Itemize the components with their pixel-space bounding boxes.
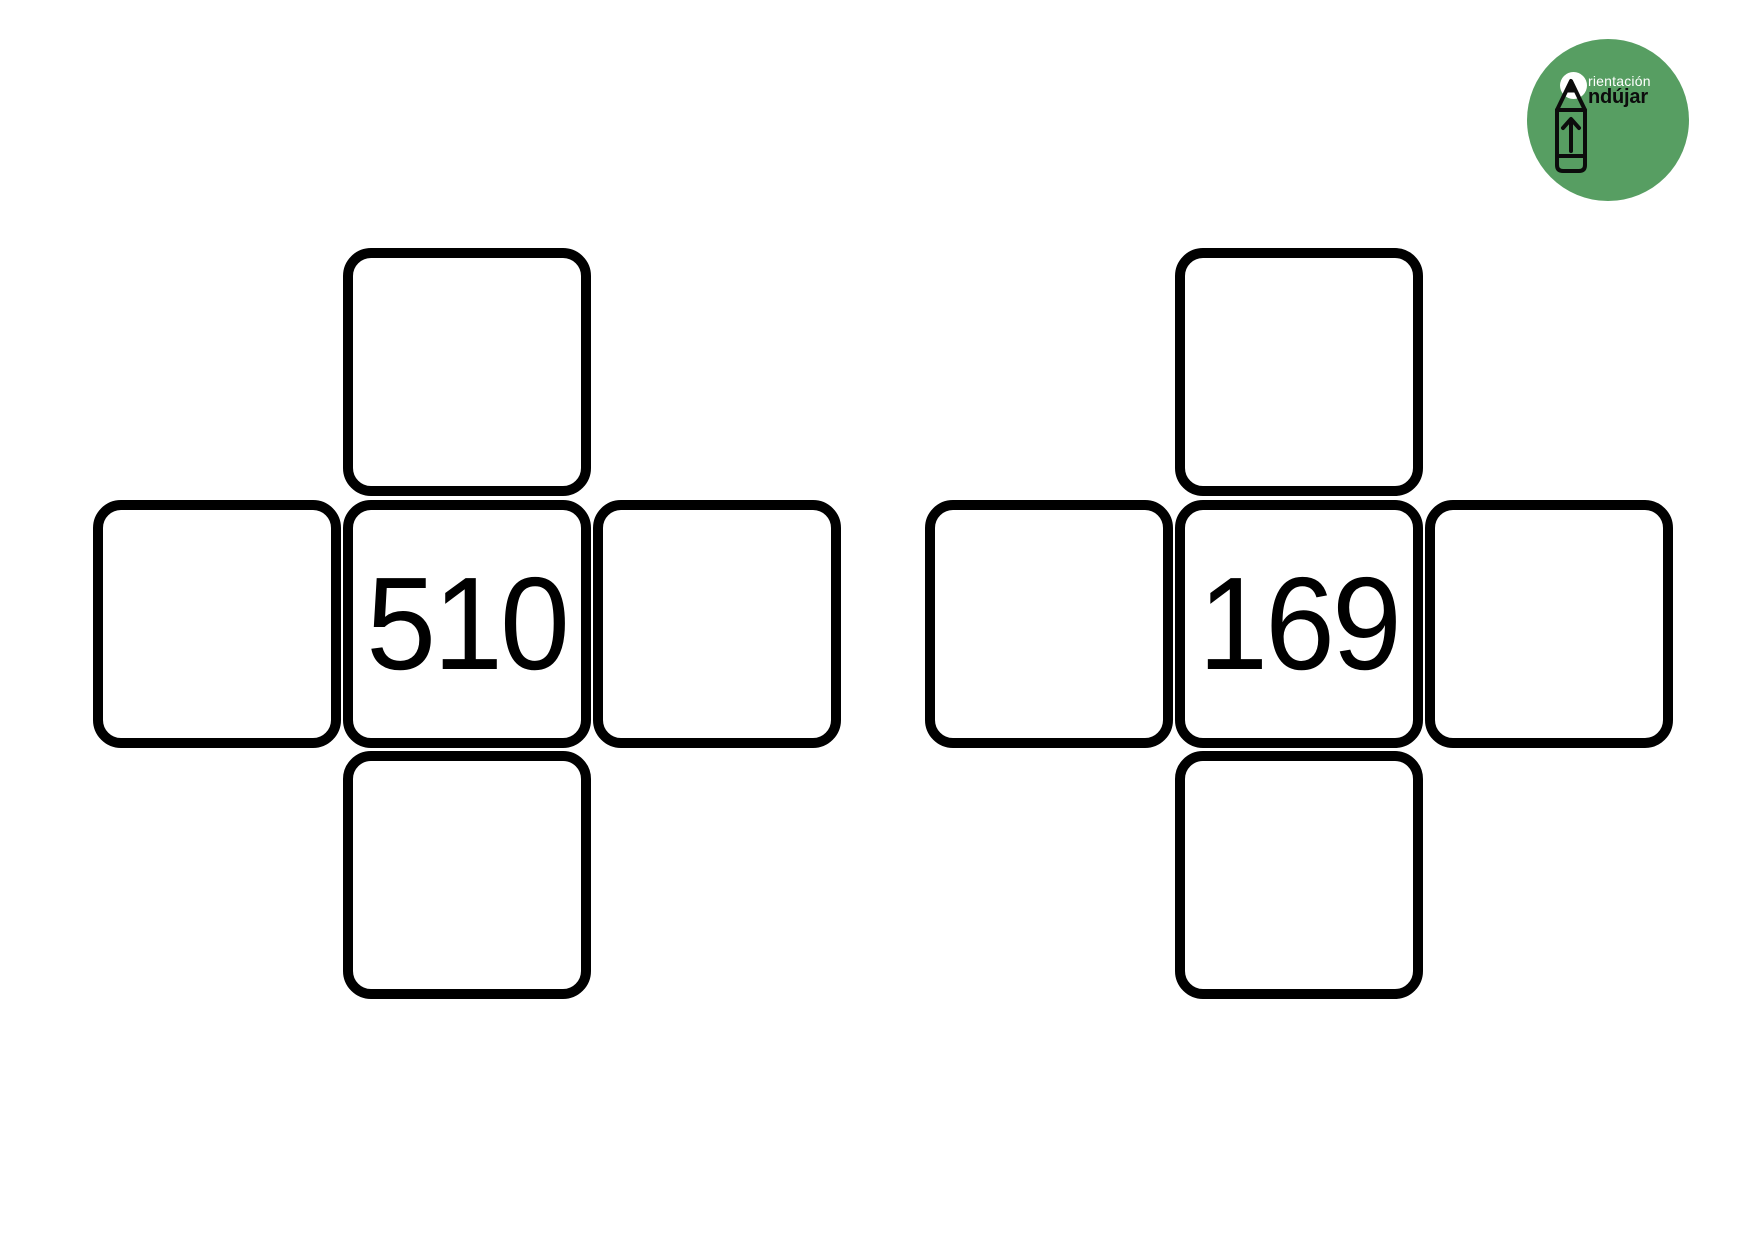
cross2-cell-right[interactable] [1425, 500, 1673, 748]
cross1-cell-left[interactable] [93, 500, 341, 748]
cross1-cell-right[interactable] [593, 500, 841, 748]
logo-circle [1527, 39, 1689, 201]
pencil-icon [1555, 79, 1587, 173]
cross1-center-number: 510 [366, 550, 571, 697]
cross2-center-number: 169 [1198, 550, 1403, 697]
cross2-cell-top[interactable] [1175, 248, 1423, 496]
cross1-cell-center: 510 [343, 500, 591, 748]
logo-text-orientacion: rientación [1588, 73, 1651, 89]
cross2-cell-bottom[interactable] [1175, 751, 1423, 999]
logo-text-andujar: ndújar [1588, 86, 1648, 108]
cross2-cell-left[interactable] [925, 500, 1173, 748]
cross2-cell-center: 169 [1175, 500, 1423, 748]
cross1-cell-top[interactable] [343, 248, 591, 496]
number-cross-1: 510 [93, 248, 841, 999]
cross1-cell-bottom[interactable] [343, 751, 591, 999]
number-cross-2: 169 [925, 248, 1673, 999]
